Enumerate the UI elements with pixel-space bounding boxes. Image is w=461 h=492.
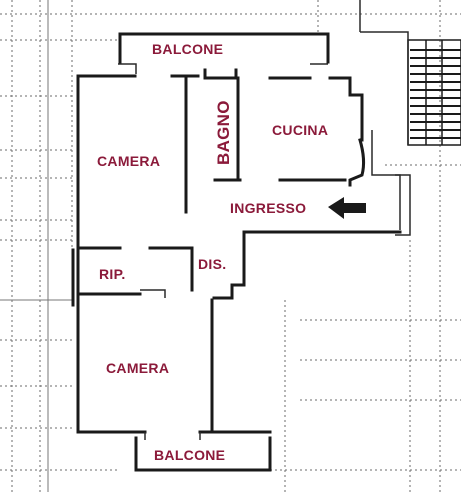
balcony-top bbox=[118, 32, 330, 74]
room-label-dis: DIS. bbox=[198, 256, 226, 272]
room-label-balcone-top: BALCONE bbox=[152, 41, 223, 57]
entrance-arrow-icon bbox=[328, 197, 366, 219]
room-label-cucina: CUCINA bbox=[272, 122, 328, 138]
room-label-ingresso: INGRESSO bbox=[230, 200, 306, 216]
adjacent-building bbox=[359, 0, 461, 236]
interior-walls bbox=[78, 76, 347, 298]
balcony-bottom bbox=[134, 432, 272, 472]
room-label-balcone-bottom: BALCONE bbox=[154, 447, 225, 463]
room-label-camera-bottom: CAMERA bbox=[106, 360, 169, 376]
room-label-camera-top: CAMERA bbox=[97, 153, 160, 169]
room-label-bagno: BAGNO bbox=[214, 100, 233, 165]
room-label-rip: RIP. bbox=[99, 266, 126, 282]
exterior-walls bbox=[71, 68, 402, 434]
